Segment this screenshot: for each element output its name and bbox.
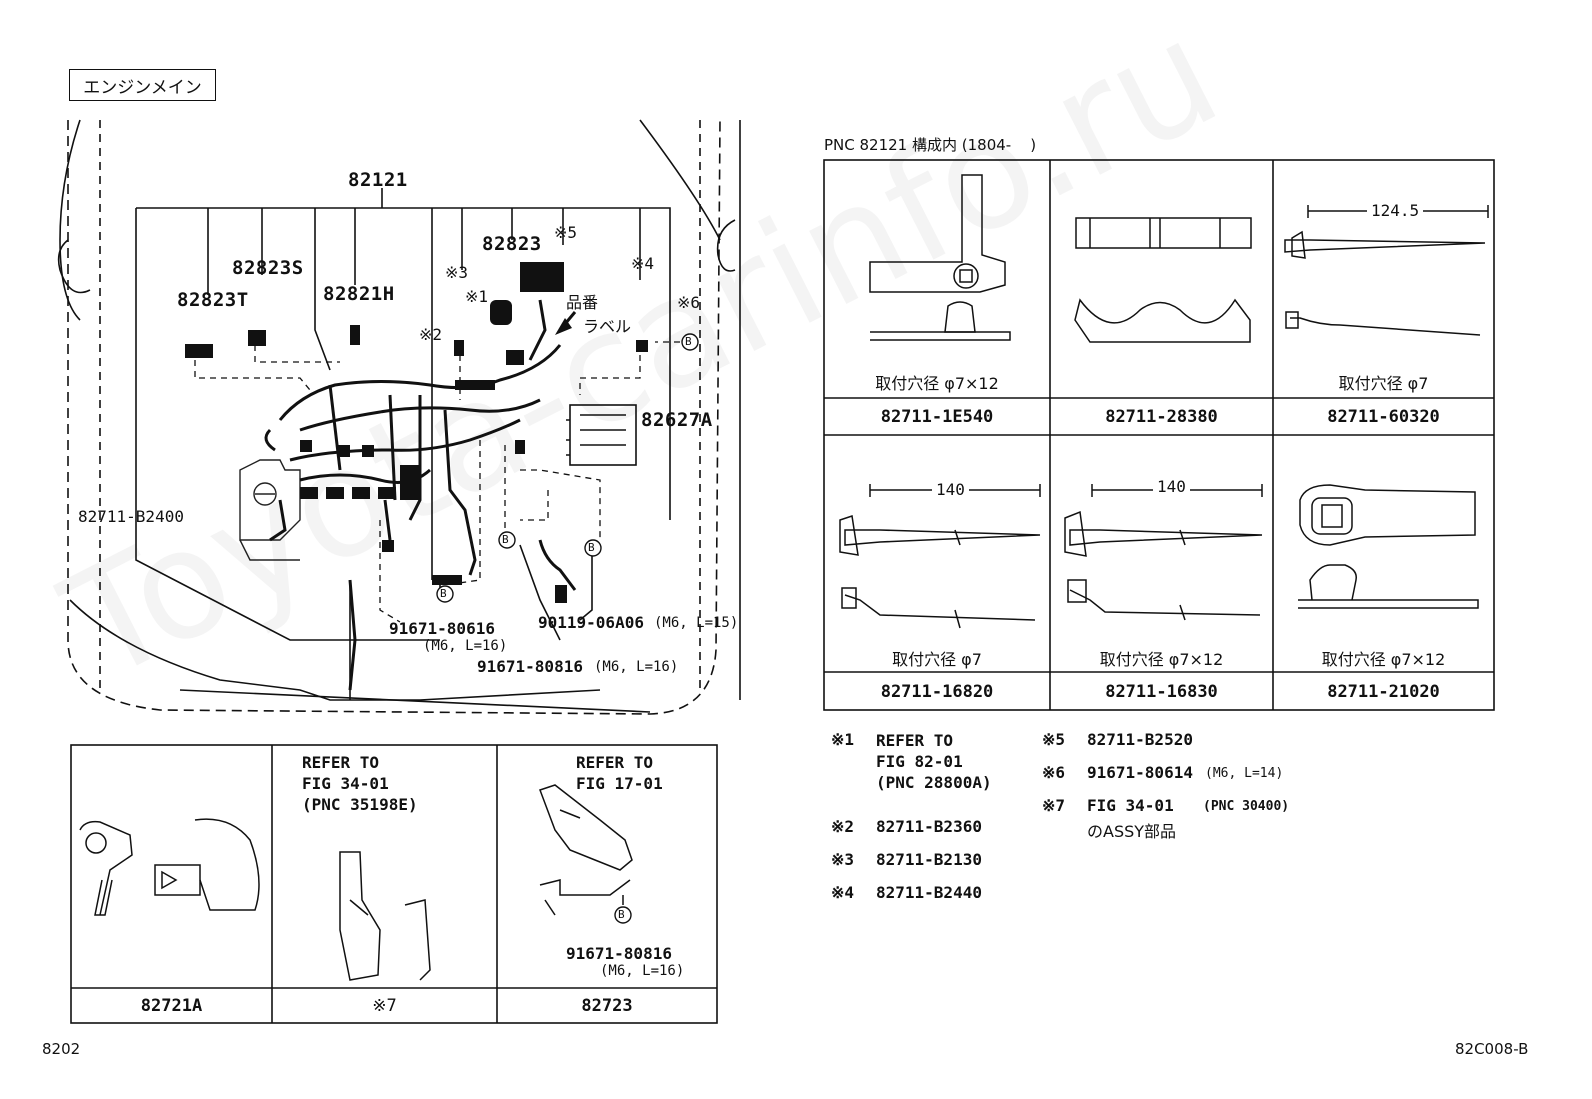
note-mark: ※4 [831,883,855,902]
refer-line: FIG 34-01 [302,774,389,793]
note-ref-4: ※4 [631,254,655,273]
note-1-text: REFER TO FIG 82-01 (PNC 28800A) [876,730,992,793]
part-label-82823S: 82823S [232,257,304,279]
note-line: FIG 82-01 [876,752,963,771]
note-ref-3: ※3 [445,263,469,282]
footer-figure-code: 82C008-B [1455,1040,1529,1058]
cell-caption: 取付穴径 φ7 [1338,374,1429,393]
note-line: (PNC 28800A) [876,773,992,792]
bolt-spec: (M6, L=15) [654,615,739,631]
clip-dimension: 140 [1153,477,1190,496]
panel-3-caption: 82723 [581,996,633,1016]
clip-part-number: 82711-1E540 [880,407,994,427]
cell-caption: 取付穴径 φ7×12 [1099,650,1224,669]
note-3-part: 82711-B2130 [876,850,982,869]
note-6-part: 91671-80614 [1087,763,1193,782]
bolt-part-number: 91671-80616 [389,619,495,638]
part-label-82121: 82121 [348,169,408,191]
panel-2-refer: REFER TO FIG 34-01 (PNC 35198E) [302,752,418,815]
clip-table-title: PNC 82121 構成内 (1804- ) [824,136,1037,154]
note-5-part: 82711-B2520 [1087,730,1193,749]
clip-dimension: 140 [932,480,969,499]
note-mark: ※6 [1042,763,1066,782]
clip-part-number: 82711-60320 [1327,407,1440,427]
note-mark: ※2 [831,817,855,836]
clip-part-number: 82711-21020 [1327,682,1440,702]
refer-line: REFER TO [302,753,380,772]
b-mark: B [588,541,595,554]
note-ref-5: ※5 [554,223,578,242]
panel-2-caption: ※7 [372,996,397,1016]
panel-3-bolt-spec: (M6, L=16) [600,963,685,979]
bolt-spec: (M6, L=16) [423,638,508,654]
panel-1-caption: 82721A [140,996,203,1016]
panel-3-refer: REFER TO FIG 17-01 [576,752,663,794]
clip-part-number: 82711-16820 [880,682,994,702]
note-ref-6: ※6 [677,293,701,312]
note-mark: ※1 [831,730,855,749]
note-7-spec: (PNC 30400) [1203,799,1290,814]
cell-caption: 取付穴径 φ7×12 [1321,650,1446,669]
label-note-label: ラベル [583,317,632,336]
note-ref-1: ※1 [465,287,489,306]
part-label-82711-B2400: 82711-B2400 [78,507,184,526]
bolt-part-number: 90119-06A06 [538,613,644,632]
note-2-part: 82711-B2360 [876,817,982,836]
part-label-82823: 82823 [482,233,542,255]
clip-dimension: 124.5 [1367,201,1424,220]
part-label-82823T: 82823T [177,289,249,311]
refer-line: FIG 17-01 [576,774,663,793]
note-7-ref: FIG 34-01 [1087,796,1174,815]
note-mark: ※3 [831,850,855,869]
b-mark: B [502,533,509,546]
note-ref-2: ※2 [419,325,443,344]
note-mark: ※5 [1042,730,1066,749]
cell-caption: 取付穴径 φ7×12 [875,374,999,393]
part-label-82627A: 82627A [641,409,713,431]
clip-part-number: 82711-16830 [1105,682,1218,702]
label-note-part-number: 品番 [566,293,599,312]
bolt-spec: (M6, L=16) [594,659,679,675]
bolt-part-number: 91671-80816 [477,657,583,676]
part-label-82821H: 82821H [323,283,395,305]
b-mark: B [618,908,625,921]
clip-part-number: 82711-28380 [1105,407,1218,427]
refer-line: (PNC 35198E) [302,795,418,814]
note-7-assy: のASSY部品 [1087,822,1177,841]
refer-line: REFER TO [576,753,654,772]
note-line: REFER TO [876,731,954,750]
cell-caption: 取付穴径 φ7 [892,650,982,669]
note-6-spec: (M6, L=14) [1205,766,1284,781]
note-mark: ※7 [1042,796,1066,815]
b-mark: B [440,587,447,600]
footer-page-code: 8202 [42,1040,81,1058]
note-4-part: 82711-B2440 [876,883,982,902]
b-mark: B [685,335,692,348]
panel-3-bolt-pn: 91671-80816 [566,944,672,963]
section-title: エンジンメイン [69,69,216,101]
